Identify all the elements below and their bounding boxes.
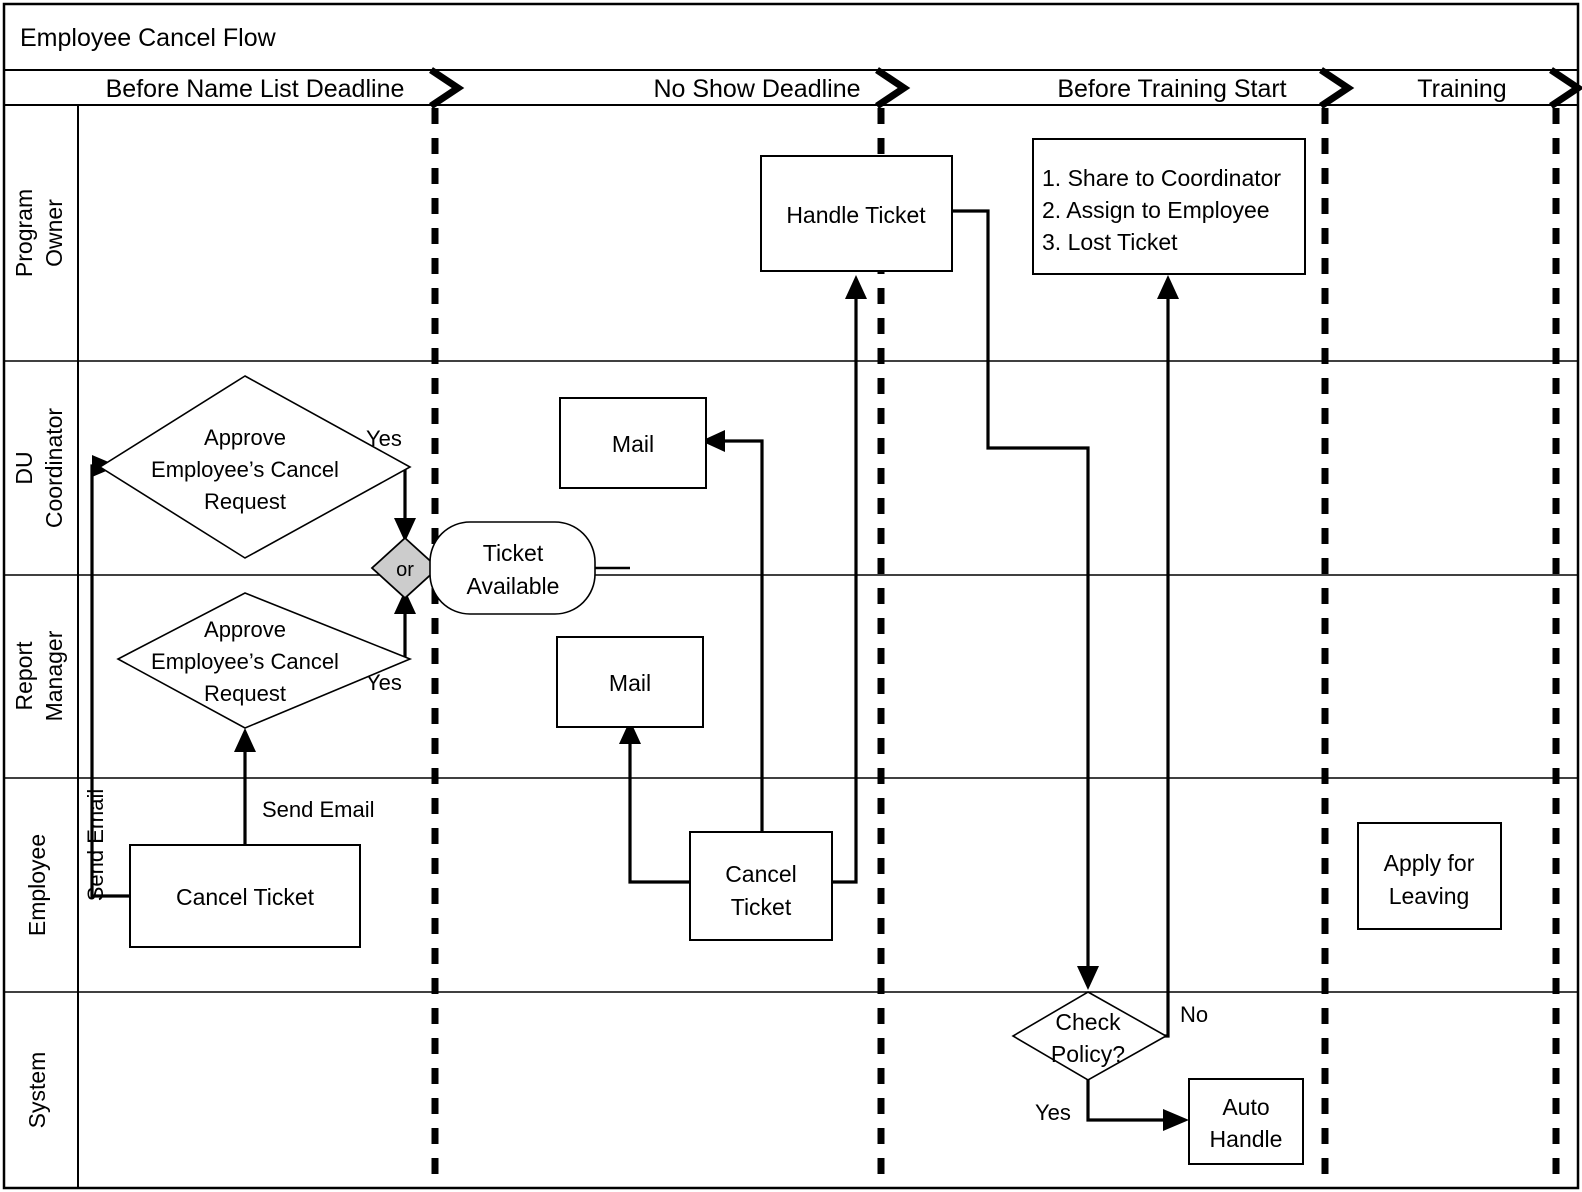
lane-label-program-owner-line2: Owner bbox=[41, 199, 67, 267]
node-ticket-options[interactable]: 1. Share to Coordinator 2. Assign to Emp… bbox=[1032, 138, 1306, 275]
node-approve-cancel-rm-line2: Employee’s Cancel bbox=[151, 649, 339, 674]
node-auto-handle[interactable]: Auto Handle bbox=[1188, 1078, 1304, 1165]
node-apply-for-leaving[interactable]: Apply for Leaving bbox=[1357, 822, 1502, 930]
node-mail-rm-box[interactable] bbox=[556, 636, 704, 728]
node-ticket-options-box[interactable] bbox=[1032, 138, 1306, 275]
edge-label-send-email-horizontal: Send Email bbox=[262, 797, 375, 822]
node-or-gateway[interactable]: or bbox=[370, 536, 440, 600]
lane-label-program-owner: Program Owner bbox=[11, 189, 67, 277]
node-check-policy-line2: Policy? bbox=[1051, 1041, 1125, 1067]
node-approve-cancel-du-shape[interactable] bbox=[98, 375, 412, 559]
node-handle-ticket[interactable]: Handle Ticket bbox=[760, 155, 953, 272]
node-or-gateway-label: or bbox=[396, 559, 414, 581]
node-check-policy-shape[interactable] bbox=[1011, 991, 1168, 1081]
chevron-phase-4-icon bbox=[1549, 67, 1582, 109]
node-approve-cancel-rm-line1: Approve bbox=[204, 617, 286, 642]
node-apply-for-leaving-line2: Leaving bbox=[1389, 883, 1470, 909]
node-ticket-options-line1: 1. Share to Coordinator bbox=[1042, 165, 1281, 191]
node-cancel-ticket-late-line1: Cancel bbox=[725, 861, 797, 887]
chevron-phase-3-icon bbox=[1319, 67, 1355, 109]
flow-cancel-late-to-mail-du bbox=[723, 439, 764, 845]
lane-label-system-line1: System bbox=[24, 1052, 50, 1129]
node-mail-du-label: Mail bbox=[612, 431, 654, 457]
node-cancel-ticket-late-box[interactable] bbox=[689, 831, 833, 941]
lane-label-employee-line1: Employee bbox=[24, 834, 50, 936]
chevron-phase-2-icon bbox=[875, 67, 911, 109]
lane-label-system: System bbox=[24, 1052, 50, 1129]
node-or-gateway-shape[interactable] bbox=[370, 536, 440, 600]
arrowhead-mail-du bbox=[701, 430, 725, 452]
phase-label-no-show: No Show Deadline bbox=[653, 75, 860, 103]
node-approve-cancel-rm[interactable]: Approve Employee’s Cancel Request bbox=[116, 592, 413, 729]
flow-check-policy-yes-to-auto-handle bbox=[1086, 1078, 1165, 1122]
node-approve-cancel-rm-line3: Request bbox=[204, 681, 286, 706]
arrowhead-or-from-du bbox=[394, 518, 416, 542]
arrowhead-rm-approve bbox=[234, 728, 256, 752]
node-auto-handle-box[interactable] bbox=[1188, 1078, 1304, 1165]
node-check-policy-line1: Check bbox=[1055, 1009, 1121, 1035]
edge-label-send-email-vertical: Send Email bbox=[83, 789, 108, 902]
phase-label-before-name-list: Before Name List Deadline bbox=[106, 75, 405, 103]
node-ticket-available-line1: Ticket bbox=[483, 540, 544, 566]
node-ticket-available-line2: Available bbox=[467, 573, 560, 599]
lane-label-program-owner-line1: Program bbox=[11, 189, 37, 277]
node-approve-cancel-rm-shape[interactable] bbox=[116, 592, 413, 729]
lane-label-report-manager: Report Manager bbox=[11, 630, 67, 721]
node-mail-rm[interactable]: Mail bbox=[556, 636, 704, 728]
lane-label-du-coordinator: DU Coordinator bbox=[11, 408, 67, 529]
node-cancel-ticket-late[interactable]: Cancel Ticket bbox=[689, 831, 833, 941]
node-auto-handle-line1: Auto bbox=[1222, 1094, 1269, 1120]
lane-label-report-manager-line2: Manager bbox=[41, 630, 67, 721]
arrowhead-handle-ticket bbox=[845, 275, 867, 299]
flow-cancel-late-to-handle-ticket bbox=[832, 297, 858, 884]
arrowhead-auto-handle bbox=[1163, 1109, 1189, 1131]
node-ticket-options-line3: 3. Lost Ticket bbox=[1042, 229, 1178, 255]
node-check-policy[interactable]: Check Policy? bbox=[1011, 991, 1168, 1081]
node-approve-cancel-du[interactable]: Approve Employee’s Cancel Request bbox=[98, 375, 412, 559]
node-mail-du-box[interactable] bbox=[559, 397, 707, 489]
flow-cancel-late-to-mail-rm bbox=[628, 742, 690, 884]
node-approve-cancel-du-line2: Employee’s Cancel bbox=[151, 457, 339, 482]
page-title: Employee Cancel Flow bbox=[20, 24, 277, 52]
arrowhead-ticket-options bbox=[1157, 275, 1179, 299]
arrowhead-check-policy bbox=[1077, 966, 1099, 990]
lane-label-du-coordinator-line1: DU bbox=[11, 451, 37, 484]
lane-label-employee: Employee bbox=[24, 834, 50, 936]
node-mail-du[interactable]: Mail bbox=[559, 397, 707, 489]
node-approve-cancel-du-line3: Request bbox=[204, 489, 286, 514]
node-cancel-ticket-early[interactable]: Cancel Ticket bbox=[129, 844, 361, 948]
node-ticket-options-line2: 2. Assign to Employee bbox=[1042, 197, 1270, 223]
node-approve-cancel-du-line1: Approve bbox=[204, 425, 286, 450]
flow-handle-ticket-to-check-policy bbox=[952, 209, 1090, 968]
node-ticket-available-shape[interactable] bbox=[429, 521, 596, 615]
node-cancel-ticket-early-label: Cancel Ticket bbox=[176, 884, 315, 910]
lane-label-du-coordinator-line2: Coordinator bbox=[41, 408, 67, 529]
lane-label-report-manager-line1: Report bbox=[11, 641, 37, 711]
edge-label-no-policy: No bbox=[1180, 1002, 1208, 1027]
node-apply-for-leaving-box[interactable] bbox=[1357, 822, 1502, 930]
phase-label-before-training: Before Training Start bbox=[1057, 75, 1286, 103]
node-apply-for-leaving-line1: Apply for bbox=[1384, 850, 1475, 876]
flow-check-policy-no-to-options bbox=[1146, 297, 1170, 1038]
arrowhead-or-from-rm bbox=[394, 590, 416, 614]
node-cancel-ticket-late-line2: Ticket bbox=[731, 894, 792, 920]
node-handle-ticket-box[interactable] bbox=[760, 155, 953, 272]
node-mail-rm-label: Mail bbox=[609, 670, 651, 696]
chevron-phase-1-icon bbox=[429, 67, 465, 109]
edge-label-yes-policy: Yes bbox=[1035, 1100, 1071, 1125]
node-cancel-ticket-early-box[interactable] bbox=[129, 844, 361, 948]
node-auto-handle-line2: Handle bbox=[1210, 1126, 1283, 1152]
node-ticket-available[interactable]: Ticket Available bbox=[429, 521, 596, 615]
phase-label-training: Training bbox=[1417, 75, 1506, 103]
node-handle-ticket-label: Handle Ticket bbox=[786, 202, 926, 228]
arrowhead-mail-rm bbox=[619, 720, 641, 744]
